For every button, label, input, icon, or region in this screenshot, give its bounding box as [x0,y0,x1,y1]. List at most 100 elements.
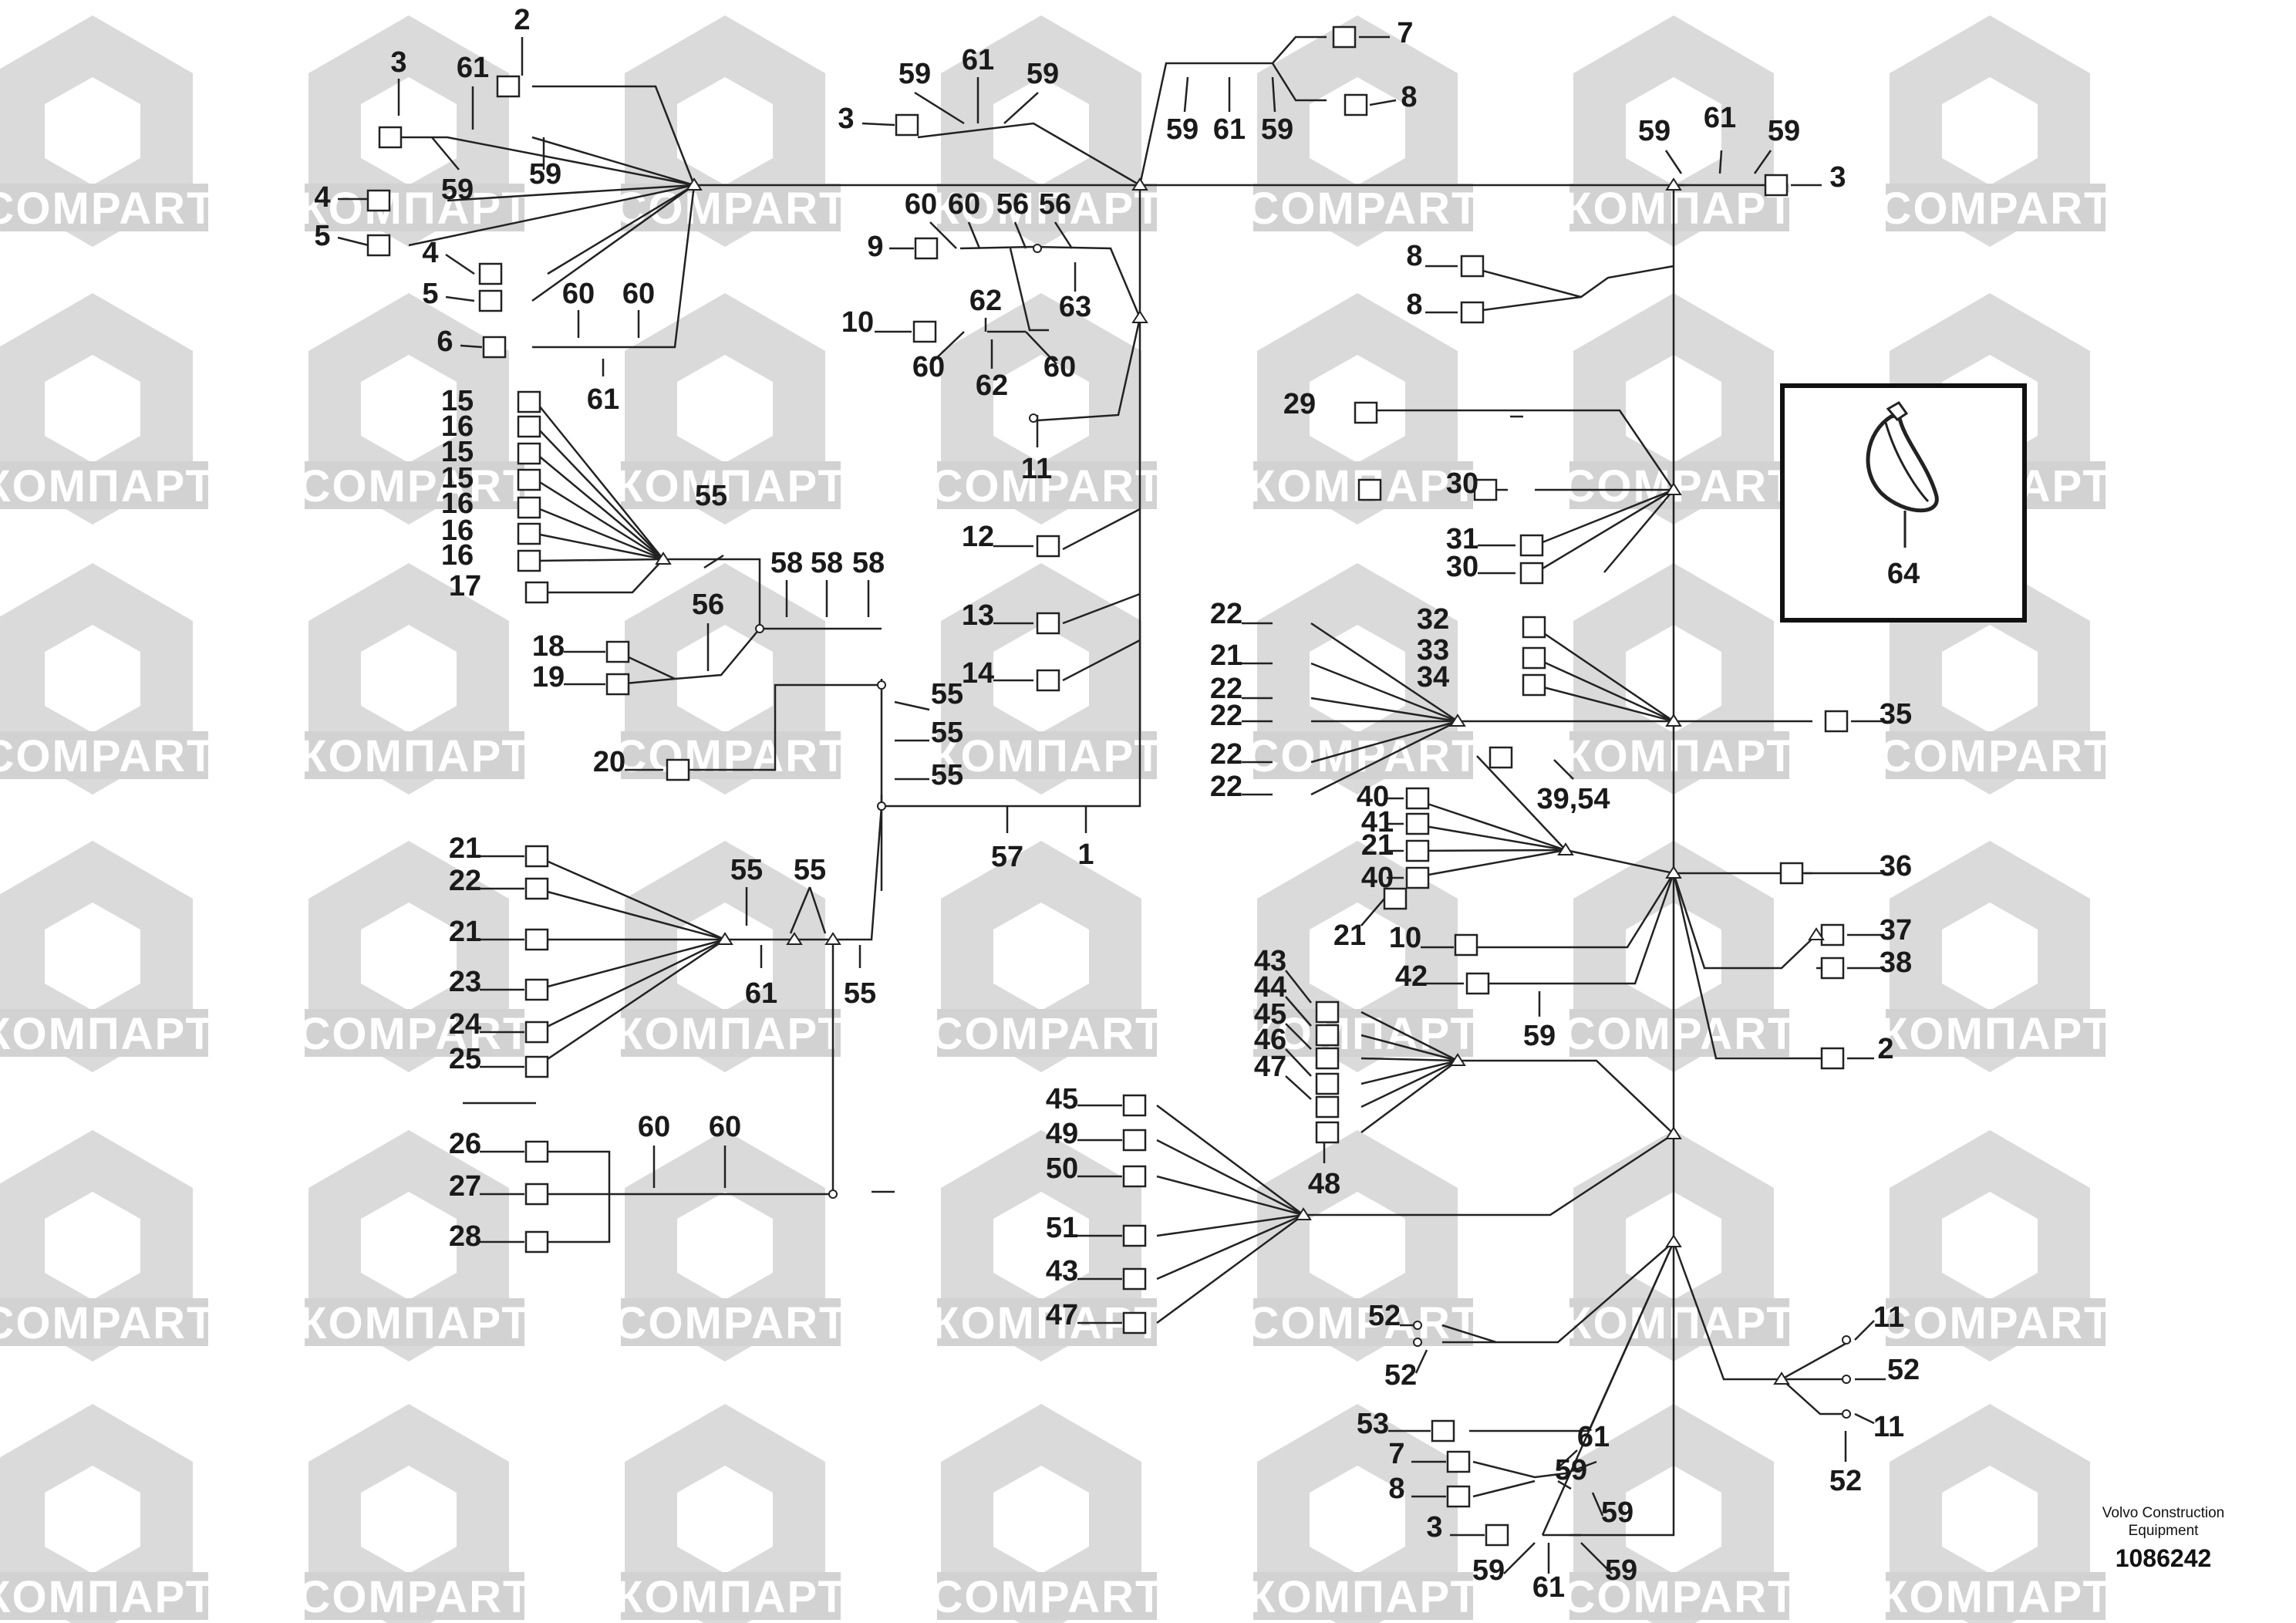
watermark-tile: КОМПАРТ [0,841,213,1072]
wire [1310,720,1458,764]
connector [1446,1485,1471,1508]
watermark-tile: КОМПАРТ [299,563,529,795]
callout-label: 60 [562,278,595,310]
connector [478,289,503,312]
wire [1310,662,1458,723]
callout-label: 52 [1384,1359,1417,1392]
terminal-pin [1033,244,1042,253]
terminal-pin [1842,1375,1851,1384]
watermark-tile: КОМПАРТ [932,1130,1161,1361]
leader-line [703,554,724,569]
watermark-text: COMPART [0,731,215,781]
watermark-tile: COMPART [615,1130,846,1361]
wire [1411,849,1566,852]
wire [1310,720,1458,796]
callout-label: 3 [390,46,406,79]
connector [1122,1165,1147,1188]
callout-label: 61 [962,44,994,76]
connector [524,928,549,951]
connector [1357,478,1382,501]
wire [674,628,760,680]
wire [1310,697,1458,723]
watermark-text: COMPART [1247,184,1481,234]
callout-label: 47 [1046,1299,1078,1331]
watermark-text: COMPART [298,1572,532,1622]
callout-label: 61 [457,52,489,84]
wire [1303,1132,1674,1216]
wire [879,185,1141,808]
callout-label: 59 [1523,1020,1556,1052]
connector [1122,1094,1147,1117]
watermark-tile: COMPART [1247,15,1481,247]
watermark-tile: КОМПАРТ [615,293,847,525]
leader-line [460,344,483,349]
callout-label: 23 [449,966,481,998]
watermark-text: COMPART [931,1009,1165,1059]
connector [524,1140,549,1163]
leader-line [1718,150,1723,174]
wire [535,558,664,562]
callout-label: 62 [976,369,1008,402]
callout-label: 4 [422,237,438,269]
connector [1519,534,1544,557]
connector [1405,787,1430,810]
watermark-text: КОМПАРТ [615,461,847,511]
leader-line [1753,150,1772,174]
connector [1122,1267,1147,1291]
callout-label: 50 [1046,1152,1078,1185]
watermark-tile: COMPART [931,841,1165,1072]
connector [1122,1311,1147,1335]
callout-label: 31 [1446,523,1478,555]
wire [408,184,695,247]
connector [517,496,541,519]
leader-line [1285,996,1312,1027]
watermark-text: КОМПАРТ [0,461,214,511]
callout-label: 55 [931,717,963,749]
callout-label: 26 [449,1128,481,1160]
leader-line [1285,1048,1312,1077]
callout-label: 52 [1887,1354,1920,1386]
leader-line [914,91,965,125]
splice-node [686,177,703,191]
watermark-tile: COMPART [298,293,530,525]
callout-label: 55 [844,977,876,1010]
wire [535,938,726,991]
callout-label: 1 [1077,838,1094,871]
connector [1522,646,1546,670]
watermark-tile: COMPART [1247,563,1478,795]
wire [1477,872,1675,949]
callout-label: 59 [1638,115,1671,147]
callout-label: 29 [1283,388,1316,420]
callout-label: 55 [931,759,963,791]
watermark-text: COMPART [1563,1572,1797,1622]
callout-label: 34 [1417,661,1449,693]
watermark-tile: КОМПАРТ [1564,563,1794,795]
wire [1476,755,1566,851]
terminal-pin [828,1189,838,1199]
wire [535,478,664,561]
leader-line [1854,1320,1875,1341]
connector [1315,1047,1340,1070]
wire [1377,409,1675,491]
callout-label: 61 [1213,113,1246,146]
watermark-text: КОМПАРТ [1880,1572,2112,1622]
callout-label: 21 [1210,639,1242,672]
watermark-text: КОМПАРТ [932,731,1163,781]
callout-label: 7 [1397,17,1413,49]
leader-line [1183,76,1189,113]
leader-line [1553,759,1574,780]
wire [536,558,664,594]
wire [1534,626,1674,723]
wire [1411,797,1566,852]
wire [547,184,695,275]
callout-label: 58 [811,547,843,579]
terminal-pin [877,801,886,811]
connector [1122,1129,1147,1152]
wire [1565,849,1674,875]
callout-label: 61 [1532,1571,1565,1604]
watermark-text: COMPART [1563,461,1797,511]
splice-node [1665,865,1682,879]
callout-label: 24 [449,1008,481,1041]
wire [1672,1241,1852,1381]
watermark-text: КОМПАРТ [1564,1298,1795,1348]
